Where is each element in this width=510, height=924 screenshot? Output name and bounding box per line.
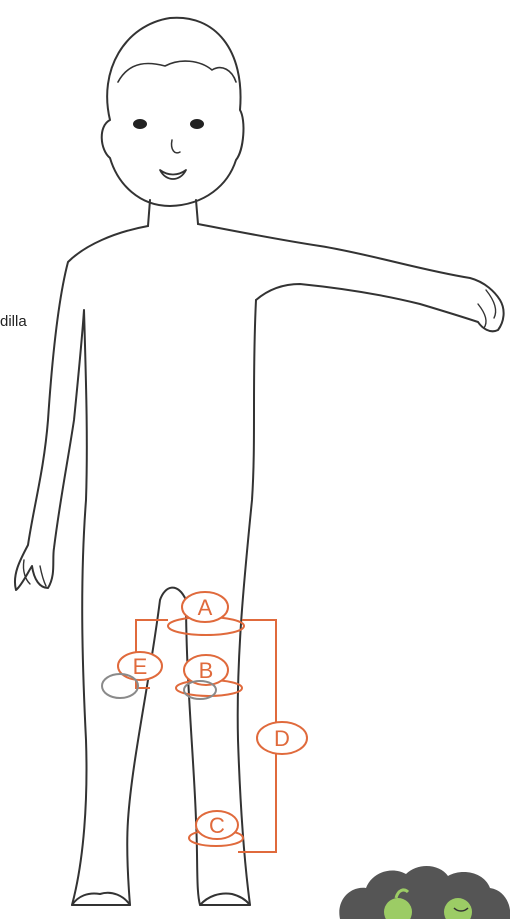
cloud-mascot-logo <box>339 866 510 919</box>
right-hand-detail <box>478 290 496 328</box>
right-arm-outline <box>198 224 504 331</box>
label-e: E <box>133 654 148 679</box>
cut-off-label: dilla <box>0 313 27 330</box>
label-c: C <box>209 813 225 838</box>
cloud-shape <box>339 866 510 919</box>
child-figure <box>15 18 504 905</box>
left-eye <box>133 119 147 129</box>
label-b: B <box>199 658 214 683</box>
hair-outline <box>118 61 236 82</box>
head-outline <box>102 18 244 206</box>
right-foot <box>200 893 250 905</box>
label-a: A <box>198 595 213 620</box>
body-outline <box>15 226 256 905</box>
right-eye <box>190 119 204 129</box>
label-d: D <box>274 726 290 751</box>
left-foot <box>72 893 130 905</box>
nose <box>172 140 180 153</box>
mouth <box>160 170 186 179</box>
